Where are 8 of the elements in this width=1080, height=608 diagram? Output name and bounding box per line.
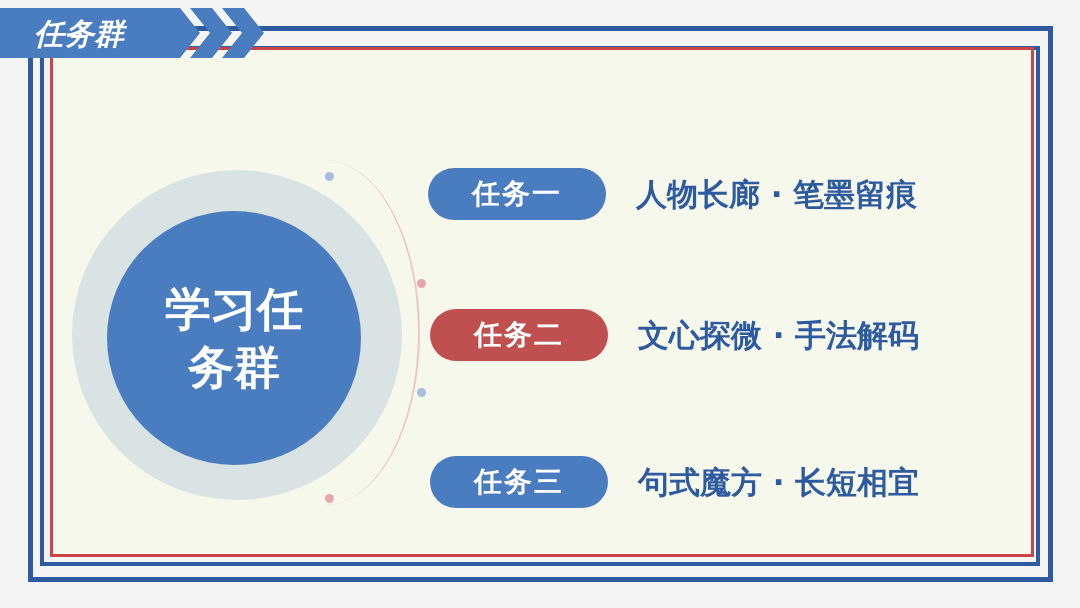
task-title: 人物长廊 · 笔墨留痕 bbox=[636, 175, 918, 214]
task-pill: 任务三 bbox=[430, 456, 608, 508]
task-title: 句式魔方 · 长短相宜 bbox=[638, 463, 920, 502]
circle-label: 学习任务群 bbox=[164, 281, 304, 396]
title-text: 任务群 bbox=[34, 12, 174, 56]
task-pill: 任务一 bbox=[428, 168, 606, 220]
task-title: 文心探微 · 手法解码 bbox=[638, 316, 920, 355]
task-pill: 任务二 bbox=[430, 309, 608, 361]
